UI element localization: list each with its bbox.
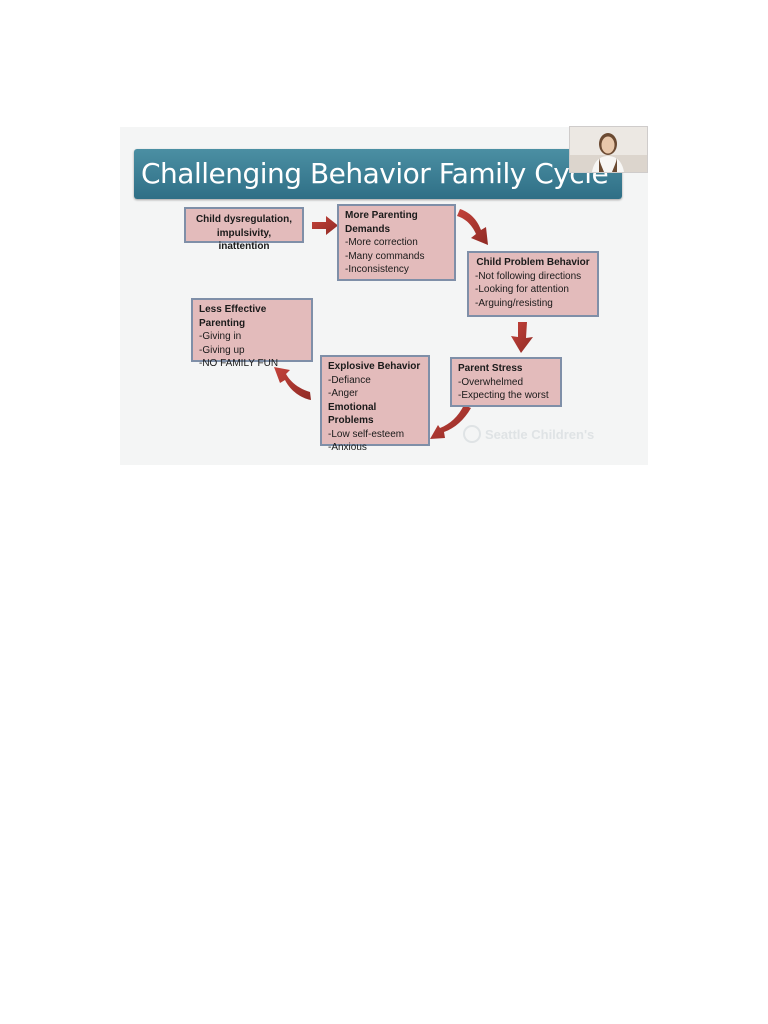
box-child-dysregulation: Child dysregulation, impulsivity, inatte… — [184, 207, 304, 252]
arrow-right-icon — [312, 216, 338, 235]
slide: Challenging Behavior Family Cycle — [120, 127, 648, 465]
box-less-effective-heading: Less Effective Parenting — [199, 304, 267, 329]
box-emotional-item: -Anxious — [328, 442, 367, 453]
box-child-problem-item: -Arguing/resisting — [475, 297, 553, 309]
box-less-effective-item: -Giving up — [199, 344, 245, 356]
curved-arrow-down-left-icon — [430, 405, 471, 439]
box-parent-stress: Parent Stress -Overwhelmed -Expecting th… — [450, 357, 562, 407]
presenter-webcam-thumbnail — [569, 126, 648, 173]
watermark: Seattle Children's — [485, 427, 595, 442]
curved-arrow-down-right-icon — [457, 209, 488, 245]
box-emotional-heading: Emotional Problems — [328, 401, 377, 427]
box-child-problem-item: -Looking for attention — [475, 284, 569, 295]
arrow-down-icon — [511, 322, 533, 353]
box-less-effective-item: -NO FAMILY FUN — [199, 358, 279, 369]
cycle-arrows — [274, 209, 533, 439]
box-parent-stress-item: -Expecting the worst — [458, 390, 549, 401]
box-emotional-item: -Low self-esteem — [328, 428, 405, 440]
box-more-parenting-item: -Inconsistency — [345, 264, 409, 275]
box-explosive-item: -Defiance — [328, 374, 371, 386]
box-parent-stress-item: -Overwhelmed — [458, 376, 524, 388]
box-child-problem-heading: Child Problem Behavior — [476, 257, 590, 268]
box-explosive-item: -Anger — [328, 388, 359, 399]
box-more-parenting-heading: More Parenting Demands — [345, 210, 418, 235]
box-parent-stress-heading: Parent Stress — [458, 363, 523, 374]
box-child-problem: Child Problem Behavior -Not following di… — [467, 251, 599, 317]
box-more-parenting: More Parenting Demands -More correction … — [337, 204, 456, 281]
box-child-problem-item: -Not following directions — [475, 270, 582, 282]
curved-arrow-up-left-icon — [274, 367, 311, 400]
box-more-parenting-item: -More correction — [345, 237, 418, 248]
box-explosive-heading: Explosive Behavior — [328, 361, 421, 372]
presenter-avatar-icon — [570, 127, 647, 172]
box-explosive: Explosive Behavior -Defiance -Anger Emot… — [320, 355, 430, 453]
box-less-effective-item: -Giving in — [199, 331, 242, 342]
box-more-parenting-item: -Many commands — [345, 250, 425, 262]
title-banner: Challenging Behavior Family Cycle — [134, 149, 622, 199]
box-child-dysregulation-text: Child dysregulation, impulsivity, inatte… — [195, 214, 293, 252]
slide-title: Challenging Behavior Family Cycle — [141, 157, 609, 190]
box-less-effective: Less Effective Parenting -Giving in -Giv… — [191, 298, 313, 369]
seattle-childrens-logo-icon — [463, 425, 481, 443]
